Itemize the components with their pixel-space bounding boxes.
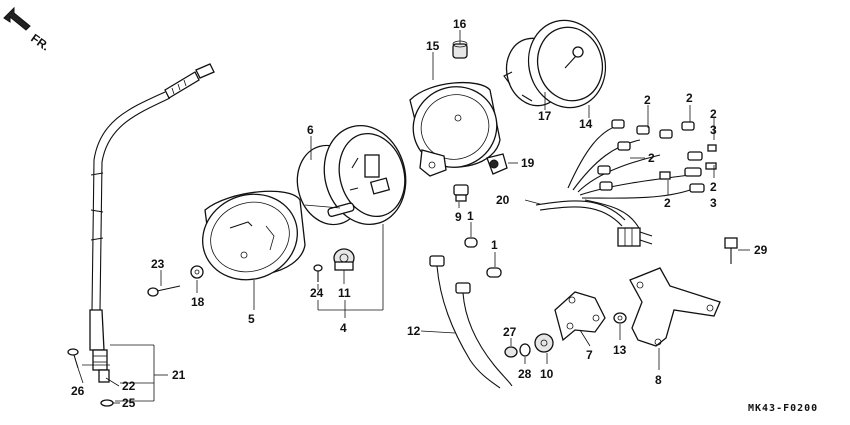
stay-7 [554, 291, 606, 342]
speedometer-cable [89, 63, 215, 383]
socket-harness-12 [429, 255, 513, 389]
callout-29: 29 [754, 243, 768, 257]
callout-2f: 2 [710, 180, 717, 194]
callout-8: 8 [655, 373, 662, 387]
grommet-18 [190, 265, 204, 279]
callout-11: 11 [338, 286, 351, 300]
callout-27: 27 [503, 325, 517, 339]
grommet-10 [534, 333, 554, 353]
callout-28: 28 [518, 367, 532, 381]
speedometer-6 [296, 124, 407, 226]
callout-labels: 1 1 2 2 2 2 2 2 3 3 4 5 6 7 8 9 10 11 12… [71, 17, 768, 410]
callout-13: 13 [613, 343, 627, 357]
callout-22: 22 [122, 379, 136, 393]
callout-4: 4 [340, 321, 347, 335]
bulb-1a [464, 237, 478, 248]
callout-6: 6 [307, 123, 314, 137]
callout-2e: 2 [664, 196, 671, 210]
callout-2a: 2 [644, 93, 651, 107]
tachometer-case-15 [409, 81, 501, 177]
tachometer-17 [503, 19, 607, 109]
callout-19: 19 [521, 156, 535, 170]
washer-28 [519, 343, 531, 357]
callout-14: 14 [579, 117, 593, 131]
callout-2c: 2 [710, 107, 717, 121]
diagram-code: MK43-F0200 [748, 403, 818, 414]
screw-26 [67, 348, 79, 369]
callout-16: 16 [453, 17, 467, 31]
callout-24: 24 [310, 286, 324, 300]
callout-26: 26 [71, 384, 85, 398]
meter-case-5 [202, 190, 306, 281]
callout-2d: 2 [648, 151, 655, 165]
wire-harness-20 [535, 119, 717, 247]
bracket-8 [629, 267, 721, 347]
callout-3a: 3 [710, 123, 717, 137]
bolt-23 [147, 285, 181, 297]
callout-3b: 3 [710, 196, 717, 210]
callout-10: 10 [540, 367, 554, 381]
callout-23: 23 [151, 257, 165, 271]
front-label: FR. [28, 31, 52, 54]
callout-7: 7 [586, 348, 593, 362]
leader-lines [77, 30, 750, 404]
callout-20: 20 [496, 193, 510, 207]
clip-25 [100, 399, 114, 407]
callout-18: 18 [191, 295, 205, 309]
callout-5: 5 [248, 312, 255, 326]
callout-bracket-21 [82, 344, 168, 402]
callout-12: 12 [407, 324, 421, 338]
callout-21: 21 [172, 368, 186, 382]
bolt-29 [724, 237, 738, 264]
bulb-1b [486, 267, 502, 278]
callout-2b: 2 [686, 91, 693, 105]
screw-24 [313, 264, 323, 282]
callout-17: 17 [538, 109, 552, 123]
front-arrow-icon [3, 6, 31, 31]
socket-9 [453, 184, 469, 202]
callout-9: 9 [455, 210, 462, 224]
callout-bracket-4 [317, 224, 384, 318]
callout-15: 15 [426, 39, 440, 53]
grommet-19 [486, 153, 508, 175]
nut-27 [504, 346, 518, 358]
callout-25: 25 [122, 396, 136, 410]
callout-1b: 1 [491, 238, 498, 252]
gear-11 [333, 248, 355, 271]
callout-1a: 1 [467, 209, 474, 223]
washer-13 [613, 312, 627, 324]
